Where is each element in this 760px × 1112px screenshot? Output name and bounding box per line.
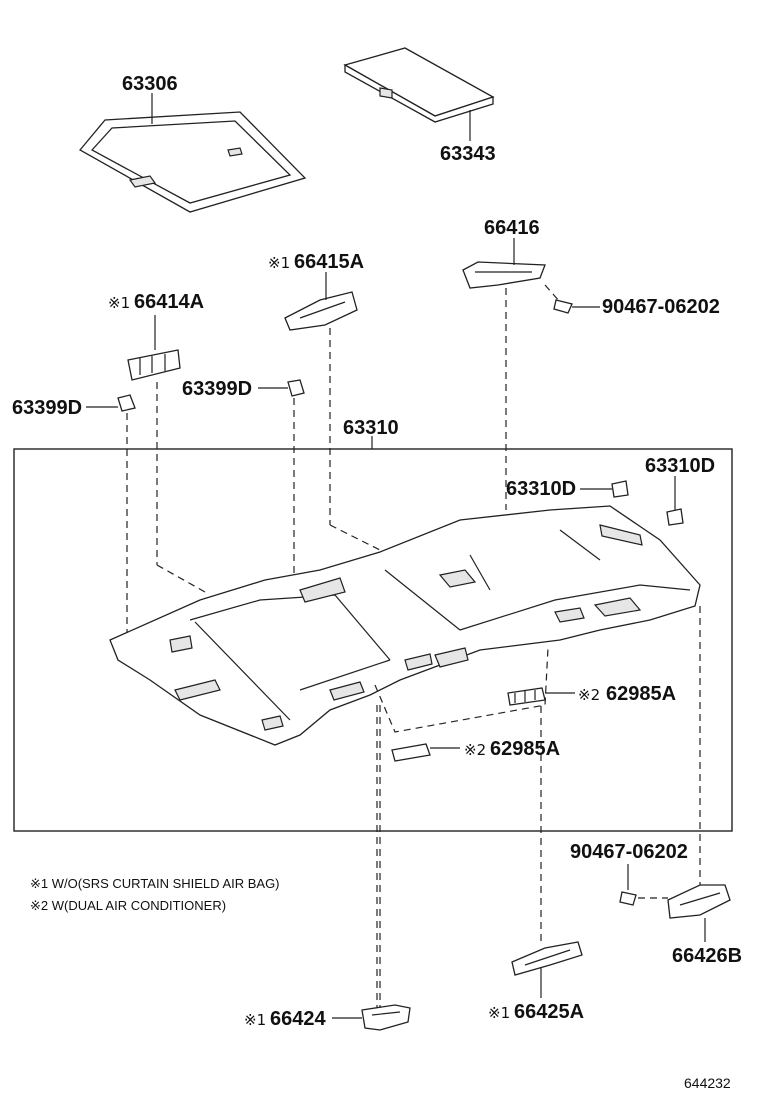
- callout-62985a-upper: 62985A: [606, 683, 676, 705]
- callout-66415a: 66415A: [294, 251, 364, 273]
- callout-63310d-a: 63310D: [506, 478, 576, 500]
- vent-62985a-upper-part: [507, 687, 546, 706]
- figure-code: 644232: [684, 1075, 731, 1091]
- callout-63306: 63306: [122, 73, 178, 95]
- clip-63399d-mid-part: [287, 379, 305, 397]
- headliner-panel-part: [109, 505, 701, 746]
- callout-63343: 63343: [440, 143, 496, 165]
- bracket-66416-part: [462, 261, 546, 289]
- mark-66424: ※1: [244, 1011, 266, 1029]
- vent-62985a-lower-part: [391, 743, 431, 762]
- sunshade-panel-part: [343, 47, 495, 123]
- dash-vent-region: [374, 647, 549, 733]
- callout-66414a: 66414A: [134, 291, 204, 313]
- clip-63310d-a-part: [611, 480, 629, 498]
- mark-66425a: ※1: [488, 1004, 510, 1022]
- clip-90467-top-part: [553, 299, 573, 314]
- dash-66414a-2: [156, 564, 206, 593]
- mark-62985a-upper: ※2: [578, 686, 600, 704]
- callout-66416: 66416: [484, 217, 540, 239]
- sunroof-housing-part: [79, 111, 307, 213]
- callout-63310: 63310: [343, 417, 399, 439]
- footnote-2: ※2 W(DUAL AIR CONDITIONER): [30, 898, 226, 913]
- bracket-66414a-part: [127, 349, 181, 381]
- callout-63399d-left: 63399D: [12, 397, 82, 419]
- leader-90467-top-dash: [544, 284, 561, 303]
- headliner-assembly-frame: [13, 448, 733, 832]
- clip-63310d-b-part: [666, 508, 684, 526]
- mark-62985a-lower: ※2: [464, 741, 486, 759]
- bracket-66426b-part: [667, 884, 731, 919]
- callout-90467-top: 90467-06202: [602, 296, 720, 318]
- callout-90467-bottom: 90467-06202: [570, 841, 688, 863]
- mark-66414a: ※1: [108, 294, 130, 312]
- callout-66426b: 66426B: [672, 945, 742, 967]
- bracket-66415a-part: [284, 291, 358, 331]
- callout-62985a-lower: 62985A: [490, 738, 560, 760]
- mark-66415a: ※1: [268, 254, 290, 272]
- callout-63310d-b: 63310D: [645, 455, 715, 477]
- callout-66425a: 66425A: [514, 1001, 584, 1023]
- clip-63399d-left-part: [117, 394, 136, 412]
- dash-66415a-2: [329, 524, 381, 551]
- footnote-1: ※1 W/O(SRS CURTAIN SHIELD AIR BAG): [30, 876, 280, 891]
- bracket-66424-part: [361, 1004, 411, 1031]
- bracket-66425a-part: [511, 941, 583, 976]
- callout-66424: 66424: [270, 1008, 326, 1030]
- clip-90467-bottom-part: [619, 891, 637, 906]
- callout-63399d-mid: 63399D: [182, 378, 252, 400]
